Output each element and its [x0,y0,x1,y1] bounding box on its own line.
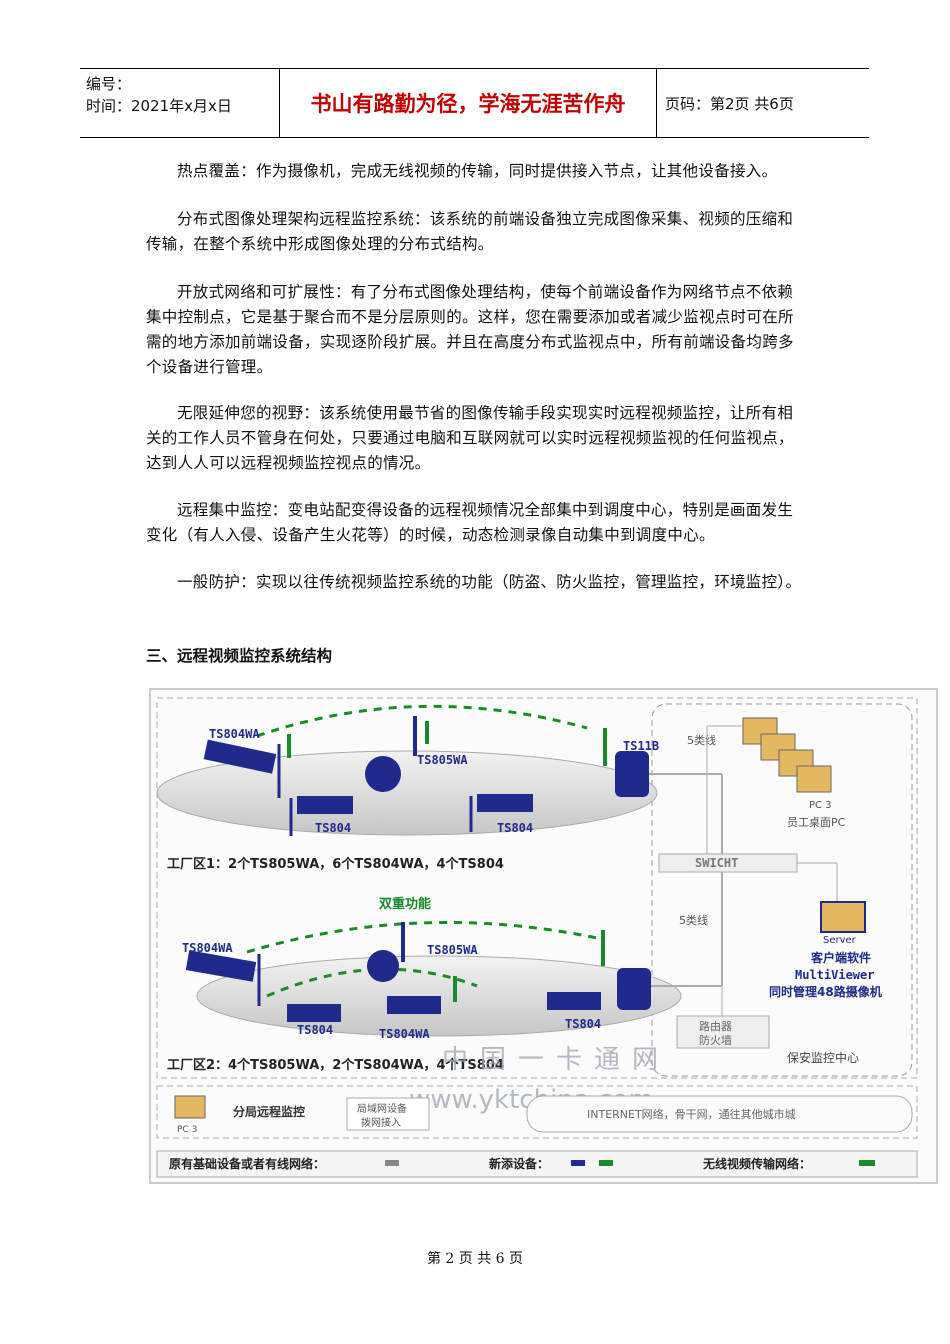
security-center-boundary [651,703,913,1077]
zone1-wireless-link [256,704,588,738]
zone2-wired-c-label: TS804 [565,1017,601,1031]
section-heading: 三、远程视频监控系统结构 [146,647,333,665]
branch-label: 分局远程监控 [233,1104,305,1119]
diagram-canvas: TS804WA TS805WA TS11B TS804 TS804 工厂区1：2… [149,688,938,1184]
zone1-camera-ts804wa [203,734,291,798]
zone2-base-unit [601,930,651,1010]
staff-pc-label: 员工桌面PC [787,816,846,829]
switch-label: SWICHT [695,856,738,870]
zone1-base-label: TS11B [623,739,659,753]
legend-new-blue-swatch [571,1160,585,1166]
zone2-camera-ts804wa [185,950,261,1006]
paragraph-vision: 无限延伸您的视野：该系统使用最节省的图像传输手段实现实时远程视频监控，让所有相关… [146,404,794,472]
paragraph-open-network: 开放式网络和可扩展性：有了分布式图像处理结构，使每个前端设备作为网络节点不依赖集… [146,283,794,376]
zone2-caption: 工厂区2：4个TS805WA，2个TS804WA，4个TS804 [167,1057,504,1073]
zone2-wired-camera-b [387,976,457,1014]
staff-pc-tag: PC 3 [809,800,832,811]
server-label: Server [823,935,857,946]
router-firewall [676,1015,770,1049]
zone1-base-ts11b [603,728,649,797]
internet-cloud [526,1095,913,1133]
client-software-title: 客户端软件 [810,950,871,965]
zone2-wired-camera-c [547,992,601,1010]
document-date: 时间：2021年x月x日 [86,97,232,115]
branch-boundary [156,1085,918,1139]
access-line1: 局域网设备 [357,1102,407,1115]
legend-wireless-swatch [859,1160,875,1166]
legend-existing-swatch [385,1160,399,1166]
staff-pc-group [706,717,832,854]
zone2-wired-b-label: TS804WA [379,1027,430,1041]
zone1-wired-b-label: TS804 [497,821,533,835]
router-label: 路由器 [699,1019,732,1033]
zone1-wired-camera-b [469,794,533,832]
legend-wireless-label: 无线视频传输网络： [702,1156,811,1171]
client-software-name: MultiViewer [795,968,874,982]
zone2-wireless-link-a [246,920,598,954]
security-center-label: 保安监控中心 [787,1050,859,1065]
internet-label: INTERNET网络，骨干网，通往其他城市城 [587,1107,796,1121]
access-box [346,1097,430,1131]
access-line2: 拨网接入 [361,1116,401,1129]
zone2-dual-label: 双重功能 [379,896,431,912]
zone2-wired-camera-a [287,1004,341,1022]
branch-pc-label: PC 3 [177,1125,197,1135]
legend-existing-label: 原有基础设备或者有线网络： [169,1156,325,1171]
system-structure-diagram: TS804WA TS805WA TS11B TS804 TS804 工厂区1：2… [147,686,940,1186]
watermark-chinese: 中国一卡通网 [442,1045,670,1075]
paragraph-hotspot: 热点覆盖：作为摄像机，完成无线视频的传输，同时提供接入节点，让其他设备接入。 [177,162,778,180]
zone1-cam-b-label: TS805WA [417,753,468,767]
header-meta: 编号： 时间：2021年x月x日 [80,69,280,137]
paragraph-central: 远程集中监控：变电站配变得设备的远程视频情况全部集中到调度中心，特别是画面发生变… [146,501,794,544]
cable-label-bottom: 5类线 [679,913,708,927]
zone1-caption: 工厂区1：2个TS805WA，6个TS804WA，4个TS804 [167,856,504,872]
zone2-cam-b-label: TS805WA [427,943,478,957]
zone2-dome-ts805wa [367,922,405,982]
cable-label-top: 5类线 [687,733,716,747]
document-number: 编号： [86,75,132,93]
zone1-dome-ts805wa [365,716,429,792]
legend-bar [156,1150,918,1178]
page-footer: 第 2 页 共 6 页 [426,1251,524,1267]
factory-boundary [156,697,918,1079]
zone2-wired-a-label: TS804 [297,1023,333,1037]
legend-new-label: 新添设备： [489,1156,549,1171]
firewall-label: 防火墙 [699,1033,732,1047]
header-motto: 书山有路勤为径，学海无涯苦作舟 [280,69,657,137]
zone1-wired-camera-a [289,796,353,836]
legend-new-green-swatch [599,1160,613,1166]
zone1-wired-a-label: TS804 [315,821,351,835]
branch-pc-icon [174,1095,206,1119]
page-header: 编号： 时间：2021年x月x日 书山有路勤为径，学海无涯苦作舟 页码：第2页 … [80,68,869,138]
paragraph-distributed: 分布式图像处理架构远程监控系统：该系统的前端设备独立完成图像采集、视频的压缩和传… [146,210,794,253]
paragraph-protection: 一般防护：实现以往传统视频监控系统的功能（防盗、防火监控，管理监控，环境监控）。 [177,573,802,591]
zone1-cam-a-label: TS804WA [209,727,260,741]
server-monitor [820,901,866,933]
zone1-disc [156,750,658,836]
client-software-desc: 同时管理48路摄像机 [769,984,882,999]
header-page-info: 页码：第2页 共6页 [665,94,794,113]
